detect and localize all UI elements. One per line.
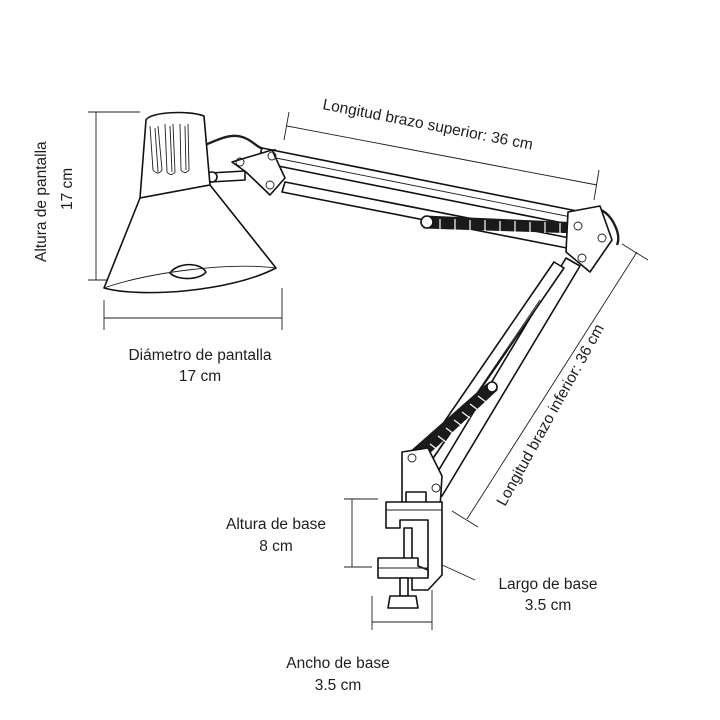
rear-joint (565, 205, 613, 273)
upper-arm-length-label: Longitud brazo superior: 36 cm (321, 96, 534, 153)
lower-arm (415, 257, 581, 497)
lower-arm-dimension (451, 243, 649, 528)
svg-text:Largo de base: Largo de base (498, 576, 597, 593)
base-length-dimension (439, 563, 476, 581)
base-length-label: Largo de base 3.5 cm (498, 576, 597, 614)
base-width-dimension (371, 590, 433, 630)
svg-text:Ancho de base: Ancho de base (286, 655, 389, 672)
svg-text:17 cm: 17 cm (179, 368, 221, 385)
shade-height-dimension (88, 111, 140, 281)
svg-text:Altura de pantalla: Altura de pantalla (33, 141, 50, 262)
base-joint (401, 447, 443, 509)
svg-text:8 cm: 8 cm (259, 538, 293, 555)
svg-text:Diámetro de pantalla: Diámetro de pantalla (128, 347, 271, 364)
base-height-label: Altura de base 8 cm (226, 516, 326, 555)
svg-text:3.5 cm: 3.5 cm (315, 677, 362, 694)
svg-text:Altura de base: Altura de base (226, 516, 326, 533)
svg-text:17 cm: 17 cm (59, 168, 76, 210)
table-clamp (377, 501, 443, 609)
svg-text:3.5 cm: 3.5 cm (525, 597, 572, 614)
upper-arm (257, 147, 593, 251)
bulb (169, 263, 207, 280)
base-height-dimension (344, 498, 378, 568)
front-joint (206, 149, 286, 196)
shade-diameter-label: Diámetro de pantalla 17 cm (128, 347, 271, 385)
base-width-label: Ancho de base 3.5 cm (286, 655, 389, 694)
shade-diameter-dimension (103, 288, 283, 330)
desk-lamp-illustration (103, 111, 620, 609)
shade-height-label: Altura de pantalla 17 cm (33, 141, 76, 262)
lamp-shade (103, 111, 277, 294)
upper-arm-dimension (283, 111, 600, 201)
